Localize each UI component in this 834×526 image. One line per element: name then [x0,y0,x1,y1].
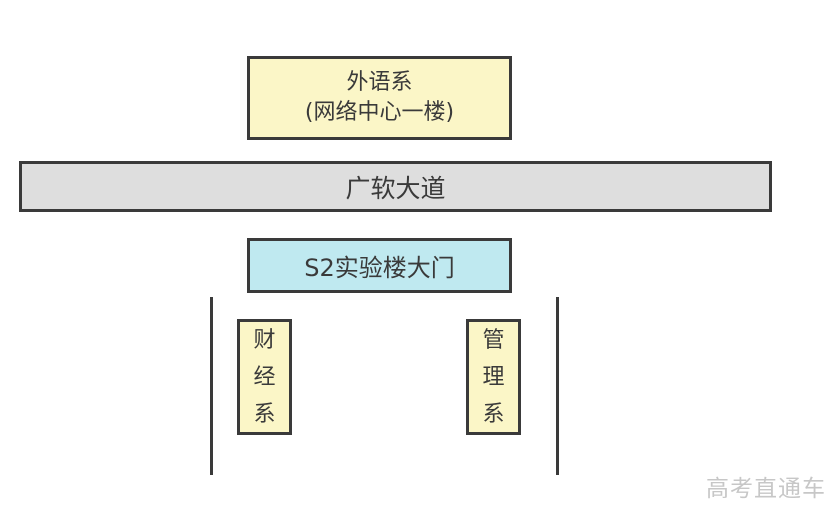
foreign-language-dept-name: 外语系 [346,70,413,95]
gate-label: S2实验楼大门 [304,254,455,282]
left-boundary-line [210,297,213,475]
foreign-language-dept-box: 外语系 (网络中心一楼) [247,56,512,140]
watermark-text: 高考直通车 [706,476,826,502]
gate-box: S2实验楼大门 [247,238,512,293]
management-dept-label: 管理系 [482,327,505,427]
finance-dept-label: 财经系 [253,327,276,427]
finance-dept-box: 财经系 [237,319,292,435]
foreign-language-dept-text: 外语系 (网络中心一楼) [305,68,454,128]
road-bar: 广软大道 [19,161,772,212]
road-label: 广软大道 [345,173,446,203]
management-dept-box: 管理系 [466,319,521,435]
foreign-language-dept-location: (网络中心一楼) [304,100,455,125]
right-boundary-line [556,297,559,475]
